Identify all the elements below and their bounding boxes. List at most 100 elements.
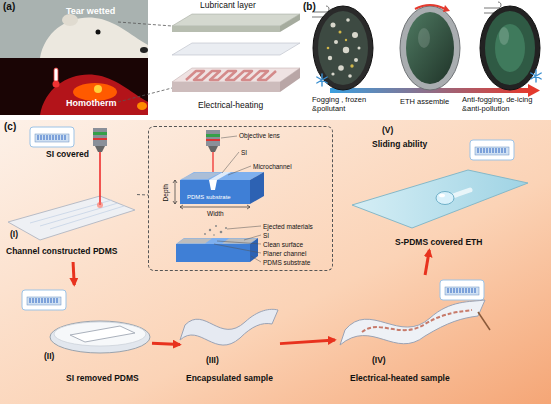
annotation-label: ETH assemble	[400, 98, 449, 107]
inset-art	[209, 180, 217, 190]
node-text: (IV)	[372, 356, 386, 366]
stage-one-art	[30, 200, 124, 229]
process-step: (III) Encapsulated sample	[180, 300, 280, 394]
inset-art	[208, 146, 218, 152]
stage-five-art	[352, 140, 528, 228]
inset-art	[228, 166, 251, 175]
inset-art	[215, 225, 217, 227]
inset-art	[206, 130, 220, 146]
node-text: Channel constructed PDMS	[6, 247, 117, 257]
inset-art	[175, 180, 176, 204]
leader-line	[118, 22, 172, 26]
fogged-lens	[327, 47, 330, 50]
inset-art	[227, 226, 261, 229]
stage-one-art	[93, 128, 107, 146]
inset-art	[204, 225, 227, 236]
fogged-lens	[328, 56, 332, 60]
panel-background	[0, 120, 551, 404]
node-text: Ejected materials	[263, 223, 313, 230]
inset-art	[213, 234, 215, 236]
assembled-lens	[400, 6, 460, 90]
inset-art	[173, 130, 264, 262]
thermal-photo	[0, 58, 148, 115]
stage-three-art	[180, 309, 278, 345]
stage-one-art	[93, 138, 107, 140]
annotation-label: Anti-fogging, de-icing &anti-pollution	[462, 96, 548, 113]
stage-one-art	[30, 127, 74, 147]
process-step: (II)SI removed PDMS	[2, 285, 152, 394]
thermal-photo	[0, 58, 148, 115]
stage-five-art	[352, 170, 528, 228]
annotation-label: Lubricant layer	[200, 1, 256, 11]
fogged-lens	[343, 47, 349, 53]
assembled-lens	[415, 5, 445, 9]
clear-lens	[480, 6, 540, 90]
process-step: (IV) Electrical-heated sample	[335, 275, 495, 394]
bear-photo	[96, 30, 101, 35]
stage-five-art	[470, 140, 514, 160]
snowflake-icon	[317, 74, 327, 86]
bear-photo	[0, 0, 148, 58]
inset-art	[180, 207, 250, 208]
node-text: (III)	[206, 356, 219, 366]
node-text: PDMS substrate	[263, 259, 310, 266]
fogged-lens	[331, 23, 336, 28]
bear-photo	[0, 0, 148, 58]
inset-art	[180, 180, 250, 204]
fogged-lens	[313, 6, 373, 90]
node-text: SI	[241, 149, 247, 156]
stage-two-art	[54, 322, 146, 346]
thermal-photo	[54, 68, 58, 82]
bear-photo	[140, 47, 148, 53]
stage-two-art	[70, 326, 135, 342]
assembled-lens	[406, 12, 454, 84]
lubricant-layer	[172, 26, 280, 32]
process-step: (V)Sliding abilityS-PDMS covered ETH	[340, 124, 540, 250]
lubricant-layer	[172, 14, 300, 32]
fogged-lens	[339, 31, 342, 34]
fogged-lens	[358, 47, 361, 50]
fogged-lens	[352, 32, 358, 38]
stage-three-art	[180, 309, 278, 345]
stage-four-art	[340, 300, 485, 345]
fogged-lens	[345, 39, 347, 41]
clear-lens	[499, 27, 509, 45]
annotation-label: Homotherm	[66, 98, 117, 108]
node-text: Encapsulated sample	[186, 374, 273, 384]
assembled-lens	[443, 5, 450, 12]
inset-art	[225, 227, 227, 229]
bear-photo	[40, 18, 148, 58]
inset-art	[244, 235, 261, 240]
stage-four-art	[440, 280, 484, 300]
inset-art	[250, 172, 264, 204]
node-text: SI covered	[46, 150, 89, 160]
thin-film	[172, 43, 300, 55]
inset-art	[206, 139, 220, 141]
thermal-photo	[53, 81, 60, 88]
leader-line	[118, 22, 172, 102]
node-text: SI	[263, 232, 269, 239]
node-text: S-PDMS covered ETH	[395, 238, 482, 248]
inset-art	[173, 180, 177, 204]
node-text: Clean surface	[263, 241, 303, 248]
node-text: PDMS substrate	[187, 194, 231, 201]
heating-layer	[172, 68, 300, 82]
node-text: (II)	[44, 352, 54, 362]
inset-art	[220, 231, 223, 234]
snowflake-icon	[531, 70, 541, 82]
fogged-lens	[354, 58, 358, 62]
stage-one-art	[8, 127, 135, 240]
node-text: Depth	[162, 184, 169, 201]
inset-art	[206, 134, 220, 137]
stage-one-art	[99, 152, 101, 205]
clear-lens	[485, 11, 535, 85]
annotation-label: Fogging , frozen &pollutant	[312, 96, 384, 113]
annotation-label: Tear wetted	[66, 6, 115, 16]
stage-two-art	[50, 321, 150, 353]
node-text: Electrical-heated sample	[350, 374, 450, 384]
inset-art	[177, 239, 212, 244]
fogged-lens	[350, 64, 353, 67]
stage-four-art	[478, 312, 490, 330]
